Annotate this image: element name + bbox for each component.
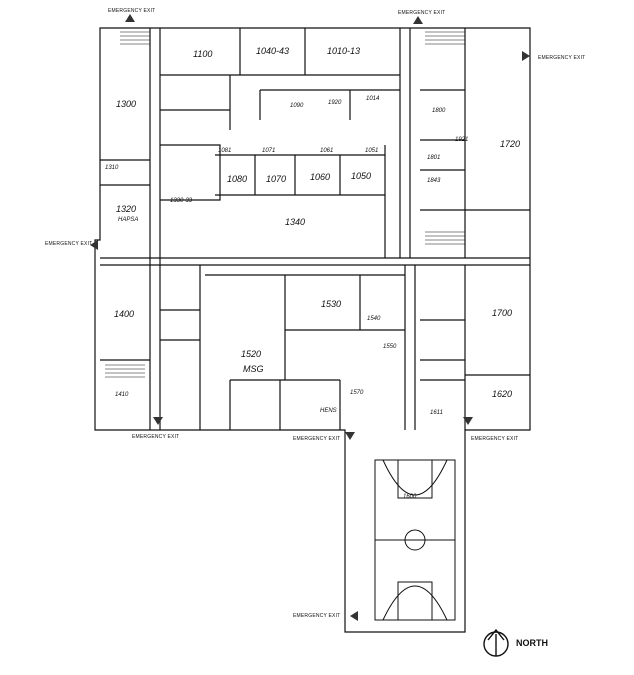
room-1843: 1843 xyxy=(427,178,441,184)
room-hens: HENS xyxy=(320,408,337,414)
exit-arrow-8 xyxy=(350,611,358,621)
room-1050: 1050 xyxy=(351,171,372,181)
emergency-exit-label: EMERGENCY EXIT xyxy=(132,434,180,440)
room-1340: 1340 xyxy=(285,217,306,227)
emergency-exit-label: EMERGENCY EXIT xyxy=(471,436,519,442)
room-1530: 1530 xyxy=(321,299,342,309)
room-1100: 1100 xyxy=(193,49,213,59)
room-1520-subtitle: MSG xyxy=(243,364,264,374)
room-1080: 1080 xyxy=(227,174,248,184)
room-1611: 1611 xyxy=(430,410,443,416)
room-1051: 1051 xyxy=(365,148,379,154)
building-outline xyxy=(94,27,531,633)
room-1540: 1540 xyxy=(367,316,381,322)
room-1921: 1921 xyxy=(455,137,469,143)
north-label: NORTH xyxy=(516,638,548,648)
north-arrow-icon xyxy=(483,628,509,657)
emergency-exit-label: EMERGENCY EXIT xyxy=(45,241,93,247)
emergency-exit-label: EMERGENCY EXIT xyxy=(398,10,446,16)
emergency-exit-label: EMERGENCY EXIT xyxy=(293,436,341,442)
room-1061: 1061 xyxy=(320,148,334,154)
room-1040-43: 1040-43 xyxy=(256,46,290,56)
exit-arrow-2 xyxy=(413,16,423,24)
room-1090: 1090 xyxy=(290,103,304,109)
room-1550: 1550 xyxy=(383,344,397,350)
emergency-exit-label: EMERGENCY EXIT xyxy=(108,8,156,14)
exit-arrow-5 xyxy=(153,417,163,425)
room-1920: 1920 xyxy=(328,100,342,106)
room-1801: 1801 xyxy=(427,155,441,161)
room-1310: 1310 xyxy=(105,165,119,171)
room-1600: 1600 xyxy=(403,494,417,500)
room-1410: 1410 xyxy=(115,392,129,398)
room-1800: 1800 xyxy=(432,108,446,114)
room-1070: 1070 xyxy=(266,174,287,184)
room-1081: 1081 xyxy=(218,148,232,154)
exit-arrow-6 xyxy=(345,432,355,440)
emergency-exit-label: EMERGENCY EXIT xyxy=(293,613,341,619)
room-1620: 1620 xyxy=(492,389,513,399)
center-circle xyxy=(404,529,426,551)
room-1320: 1320 xyxy=(116,204,137,214)
exit-arrow-7 xyxy=(463,417,473,425)
room-1300: 1300 xyxy=(116,99,137,109)
room-1060: 1060 xyxy=(310,172,331,182)
room-1400: 1400 xyxy=(114,309,135,319)
room-1014: 1014 xyxy=(366,96,380,102)
emergency-exit-label: EMERGENCY EXIT xyxy=(538,55,586,61)
room-1320-subtitle: HAPSA xyxy=(118,217,139,223)
exit-arrow-4 xyxy=(90,240,98,250)
room-1071: 1071 xyxy=(262,148,276,154)
room-1720: 1720 xyxy=(500,139,521,149)
room-1520: 1520 xyxy=(241,349,262,359)
room-1570: 1570 xyxy=(350,390,364,396)
room-1330-33: 1330-33 xyxy=(170,198,193,204)
room-1700: 1700 xyxy=(492,308,513,318)
room-1010-13: 1010-13 xyxy=(327,46,361,56)
exit-arrow-3 xyxy=(522,51,530,61)
exit-arrow-1 xyxy=(125,14,135,22)
